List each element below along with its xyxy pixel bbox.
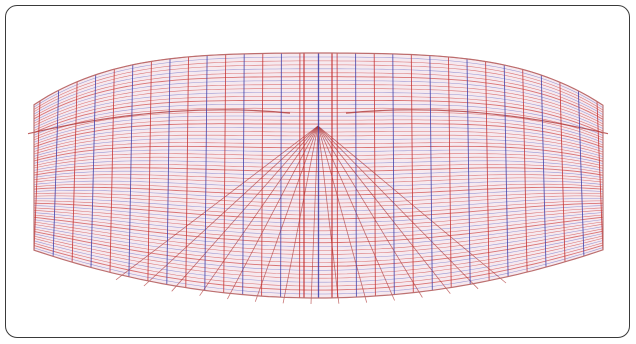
vertical-line [71,81,78,263]
radial-line [310,125,319,305]
surface-outline-path [33,52,604,299]
vertical-line [540,75,547,268]
vertical-grid-lines [33,52,604,298]
radial-line [115,125,319,281]
vertical-line [559,82,566,262]
vertical-line [147,61,152,281]
radial-line [317,125,368,303]
figure-frame [5,5,630,338]
vertical-line [185,56,189,288]
shoulder-curve [27,109,291,135]
radial-line [199,125,319,296]
radial-line [317,125,451,294]
vertical-line [373,53,376,297]
wireframe-grid-diagram [27,52,609,305]
vertical-line [90,74,97,268]
vertical-line [392,53,395,295]
vertical-line [128,64,134,277]
vertical-line [466,58,471,285]
vertical-line [429,55,433,291]
vertical-line [577,90,585,257]
radial-line [171,125,319,292]
radial-line [317,125,340,304]
vertical-line [596,101,604,250]
vertical-line [448,56,452,288]
radial-lines [27,109,609,305]
radial-line [317,125,507,284]
radial-line [317,125,479,290]
vertical-line [33,100,41,251]
radial-line [317,125,423,298]
radial-line [254,125,319,302]
vertical-line [204,55,208,291]
vertical-line [242,53,245,295]
vertical-line [355,53,357,298]
vertical-line [52,90,60,257]
vertical-line [522,69,528,273]
vertical-line [261,53,264,297]
surface-outline [33,52,604,299]
vertical-line [280,53,282,298]
radial-line [143,125,319,287]
vertical-line [503,64,509,277]
vertical-line [485,61,490,281]
vertical-line [109,69,115,273]
shoulder-curve [345,109,609,135]
vertical-line [223,54,227,293]
vertical-line [410,54,414,293]
vertical-line [166,58,171,285]
radial-line [282,125,319,304]
